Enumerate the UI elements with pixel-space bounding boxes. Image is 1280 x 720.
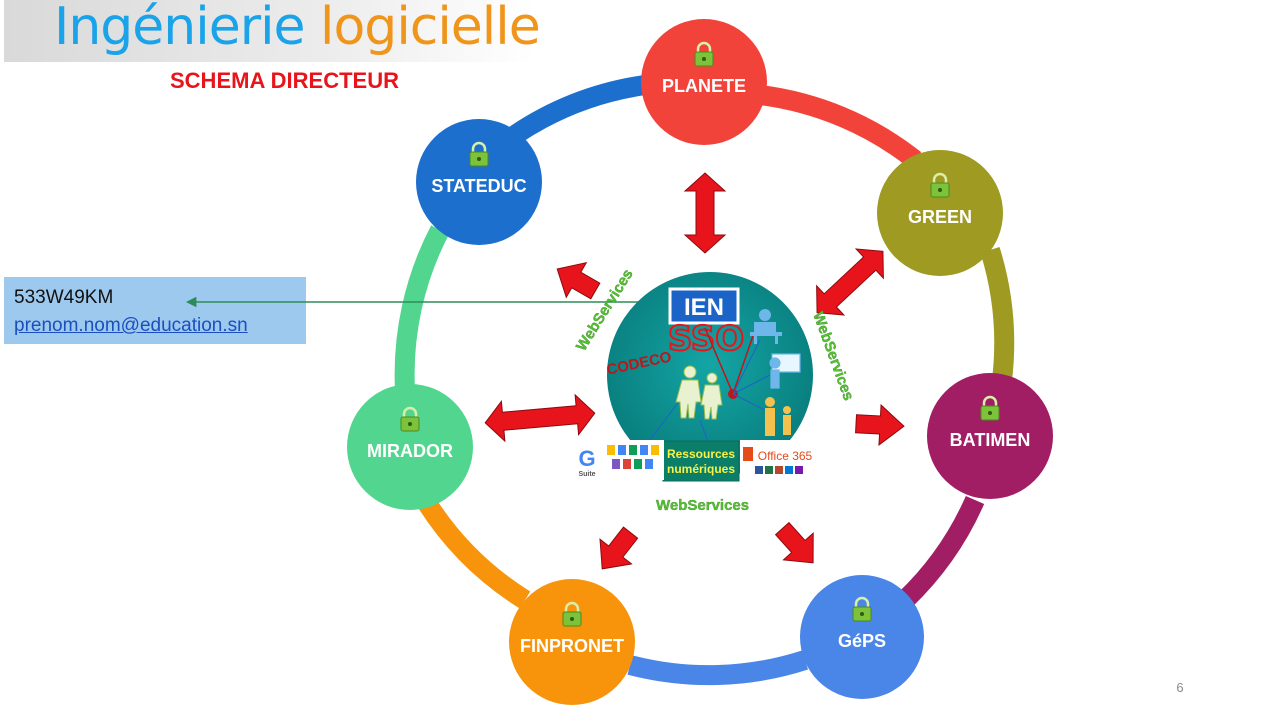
ring — [394, 75, 1015, 686]
identifier-code: 533W49KM — [14, 287, 114, 308]
node-circle-green — [877, 150, 1003, 276]
title-part-1: Ingénierie — [54, 0, 306, 57]
lock-icon — [852, 596, 872, 622]
ring-segment-batimen-geps — [898, 495, 985, 608]
ring-segment-finpronet-mirador — [416, 494, 531, 609]
identifier-email-link[interactable]: prenom.nom@education.sn — [14, 315, 248, 336]
students-icon — [675, 365, 723, 420]
ring-segment-green-batimen — [980, 247, 1015, 382]
lock-icon — [980, 395, 1000, 421]
node-label-stateduc: STATEDUC — [431, 176, 526, 196]
lock-icon — [562, 601, 582, 627]
node-circle-stateduc — [416, 119, 542, 245]
lock-icon — [694, 41, 714, 67]
webservices-label-right: WebServices — [809, 310, 857, 403]
node-batimen: BATIMEN — [927, 373, 1053, 499]
node-circle-batimen — [927, 373, 1053, 499]
page-title: Ingénierie logicielle — [54, 0, 541, 58]
page-subtitle: SCHEMA DIRECTEUR — [170, 68, 399, 93]
node-label-planete: PLANETE — [662, 76, 746, 96]
arrow-green-double — [816, 248, 884, 316]
arrow-geps — [774, 521, 814, 564]
node-mirador: MIRADOR — [347, 384, 473, 510]
lock-icon — [930, 172, 950, 198]
node-label-mirador: MIRADOR — [367, 441, 453, 461]
resources-label-2: numériques — [667, 462, 735, 476]
node-circle-geps — [800, 575, 924, 699]
node-label-finpronet: FINPRONET — [520, 636, 624, 656]
title-banner — [4, 0, 534, 62]
page-number: 6 — [1176, 680, 1183, 695]
node-circle-planete — [641, 19, 767, 145]
resources-label-1: Ressources — [667, 447, 735, 461]
lock-icon — [400, 406, 420, 432]
node-stateduc: STATEDUC — [416, 119, 542, 245]
gsuite-label: Suite — [578, 471, 595, 478]
arrow-batimen — [855, 403, 905, 447]
node-finpronet: FINPRONET — [509, 579, 635, 705]
node-label-batimen: BATIMEN — [950, 430, 1031, 450]
ring-segment-geps-finpronet — [627, 650, 809, 686]
office365-icon: Office 365 — [740, 440, 815, 480]
sso-label: SSO — [668, 319, 744, 359]
node-green: GREEN — [877, 150, 1003, 276]
arrow-stateduc — [556, 261, 601, 300]
arrow-finpronet — [599, 526, 639, 570]
teacher-desk-icon — [750, 309, 782, 344]
ring-segment-mirador-stateduc — [394, 225, 449, 391]
center-hub: IEN SSO CODECO — [572, 272, 815, 482]
family-icon — [765, 397, 791, 436]
ien-label: IEN — [684, 294, 724, 321]
ring-segment-stateduc-planete — [509, 75, 647, 144]
arrow-planete-double — [683, 172, 727, 254]
office-label: Office 365 — [758, 449, 813, 463]
webservices-label-bottom: WebServices — [656, 497, 749, 514]
lock-icon — [469, 141, 489, 167]
node-circle-mirador — [347, 384, 473, 510]
identifier-box: 533W49KM prenom.nom@education.sn — [4, 277, 306, 344]
node-circle-finpronet — [509, 579, 635, 705]
teacher-board-icon — [769, 353, 801, 389]
connection-arrows — [484, 172, 905, 570]
svg-text:G: G — [578, 446, 595, 471]
node-planete: PLANETE — [641, 19, 767, 145]
node-label-geps: GéPS — [838, 631, 886, 651]
title-part-2: logicielle — [320, 0, 541, 57]
arrow-mirador-double — [484, 393, 596, 443]
gsuite-icon: G Suite — [572, 440, 664, 480]
node-geps: GéPS — [800, 575, 924, 699]
ien-box — [668, 287, 740, 325]
nodes-layer: PLANETE GREEN BATIMEN GéPS FINPRONET MIRADOR S… — [347, 19, 1053, 705]
node-label-green: GREEN — [908, 207, 972, 227]
ring-segment-planete-green — [758, 85, 922, 168]
